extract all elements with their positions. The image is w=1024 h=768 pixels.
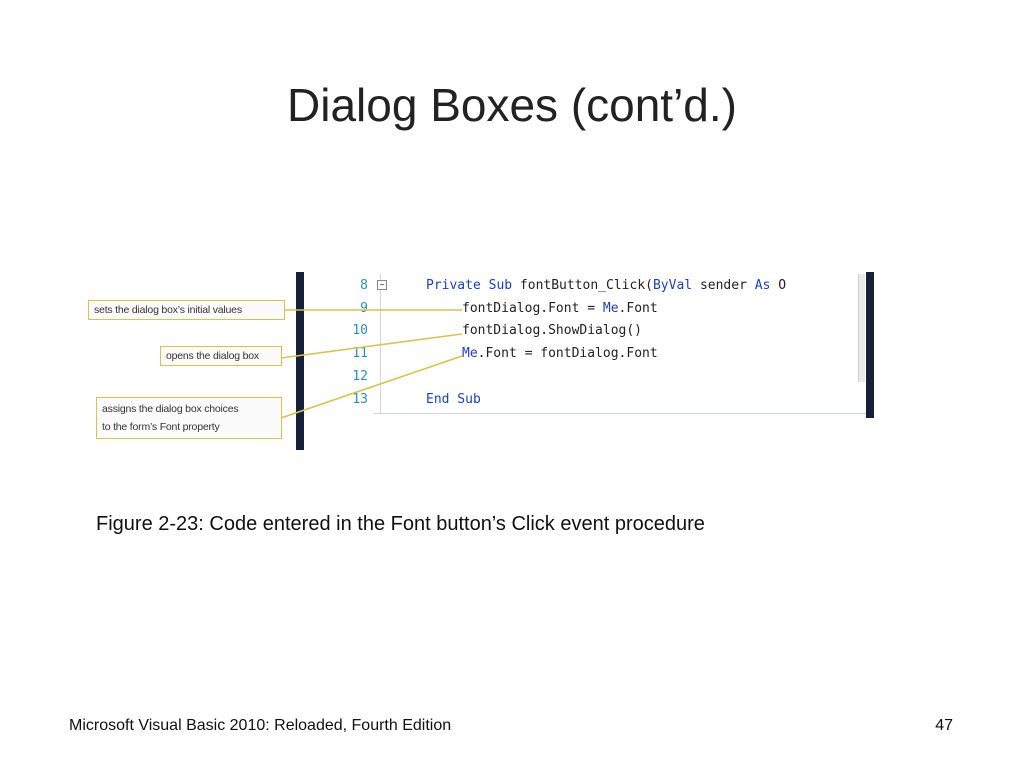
panel-bottom-border <box>374 413 866 414</box>
callout-initial-values: sets the dialog box’s initial values <box>88 300 285 320</box>
page-number: 47 <box>935 717 953 734</box>
code-text: fontButton_Click( <box>512 278 653 293</box>
vertical-scrollbar[interactable] <box>858 274 865 382</box>
figure-caption: Figure 2-23: Code entered in the Font bu… <box>96 513 705 535</box>
keyword: ByVal <box>652 278 693 293</box>
code-text: fontDialog.ShowDialog() <box>462 323 643 338</box>
keyword: As <box>754 278 771 293</box>
code-line-8: Private Sub fontButton_Click(ByVal sende… <box>426 278 786 293</box>
line-number: 9 <box>360 301 368 316</box>
callout-text: opens the dialog box <box>166 350 259 362</box>
slide-title: Dialog Boxes (cont’d.) <box>287 79 737 131</box>
right-bar <box>866 272 874 418</box>
callout-text: to the form’s Font property <box>102 421 220 433</box>
footer-text: Microsoft Visual Basic 2010: Reloaded, F… <box>69 717 452 734</box>
code-figure: − 8 9 10 11 12 13 Private Sub fontButton… <box>84 272 874 450</box>
callout-assigns-choices: assigns the dialog box choices to the fo… <box>96 397 282 439</box>
code-line-13: End Sub <box>426 392 481 407</box>
keyword: End Sub <box>426 392 481 407</box>
callout-text: sets the dialog box’s initial values <box>94 304 242 316</box>
code-text: fontDialog.Font = <box>462 301 603 316</box>
code-line-11: Me.Font = fontDialog.Font <box>462 346 658 361</box>
keyword: Private Sub <box>426 278 513 293</box>
callout-text: assigns the dialog box choices <box>102 403 239 415</box>
code-text: .Font <box>618 301 658 316</box>
callout-opens-dialog: opens the dialog box <box>160 346 282 366</box>
keyword: Me <box>602 301 619 316</box>
line-number: 13 <box>352 392 368 407</box>
keyword: Me <box>462 346 478 361</box>
left-bar <box>296 272 304 450</box>
code-text: .Font = fontDialog.Font <box>477 346 658 361</box>
code-line-9: fontDialog.Font = Me.Font <box>462 301 658 316</box>
collapse-icon[interactable]: − <box>377 280 387 290</box>
line-number: 10 <box>352 323 368 338</box>
line-number: 8 <box>360 278 368 293</box>
gutter-separator <box>380 274 381 413</box>
leader-line-opens <box>280 333 463 359</box>
code-text: sender <box>692 278 755 293</box>
code-text: O <box>770 278 787 293</box>
line-number: 11 <box>352 346 368 361</box>
code-line-10: fontDialog.ShowDialog() <box>462 323 642 338</box>
leader-line-assigns <box>280 355 463 419</box>
leader-lines <box>275 309 463 419</box>
line-number: 12 <box>352 369 368 384</box>
code-editor-panel: − 8 9 10 11 12 13 Private Sub fontButton… <box>304 272 866 418</box>
